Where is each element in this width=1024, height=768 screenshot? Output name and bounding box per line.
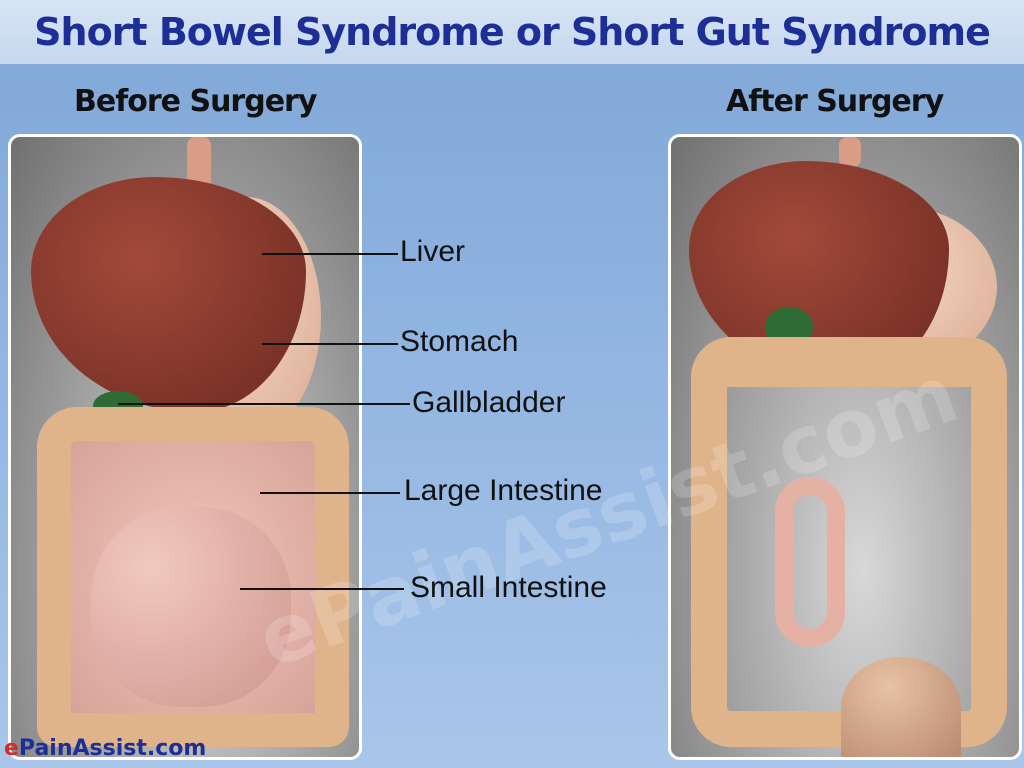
before-heading: Before Surgery xyxy=(74,84,317,119)
small-intestine-label: Small Intestine xyxy=(410,571,607,604)
liver xyxy=(31,177,306,412)
liver-label: Liver xyxy=(400,235,466,268)
stomach-leader-line xyxy=(262,343,398,345)
rectum xyxy=(841,657,961,757)
large-intestine-label: Large Intestine xyxy=(404,474,603,507)
gallbladder-leader-line xyxy=(118,403,410,405)
large-intestine-leader-line xyxy=(260,492,400,494)
brand-name: PainAssist xyxy=(18,736,147,761)
title-bar: Short Bowel Syndrome or Short Gut Syndro… xyxy=(0,0,1024,64)
esophagus xyxy=(839,137,861,167)
stomach-label: Stomach xyxy=(400,325,519,358)
after-heading: After Surgery xyxy=(726,84,944,119)
small-intestine xyxy=(91,507,291,707)
small-intestine-remnant xyxy=(775,477,845,647)
after-illustration xyxy=(668,134,1022,760)
brand-logo[interactable]: ePainAssist.com xyxy=(4,736,206,761)
page-title: Short Bowel Syndrome or Short Gut Syndro… xyxy=(34,10,991,54)
brand-prefix: e xyxy=(4,736,19,761)
small-intestine-leader-line xyxy=(240,588,404,590)
gallbladder-label: Gallbladder xyxy=(412,386,566,419)
liver-leader-line xyxy=(262,253,398,255)
brand-suffix: .com xyxy=(146,736,207,761)
large-intestine xyxy=(691,337,1007,747)
before-illustration xyxy=(8,134,362,760)
